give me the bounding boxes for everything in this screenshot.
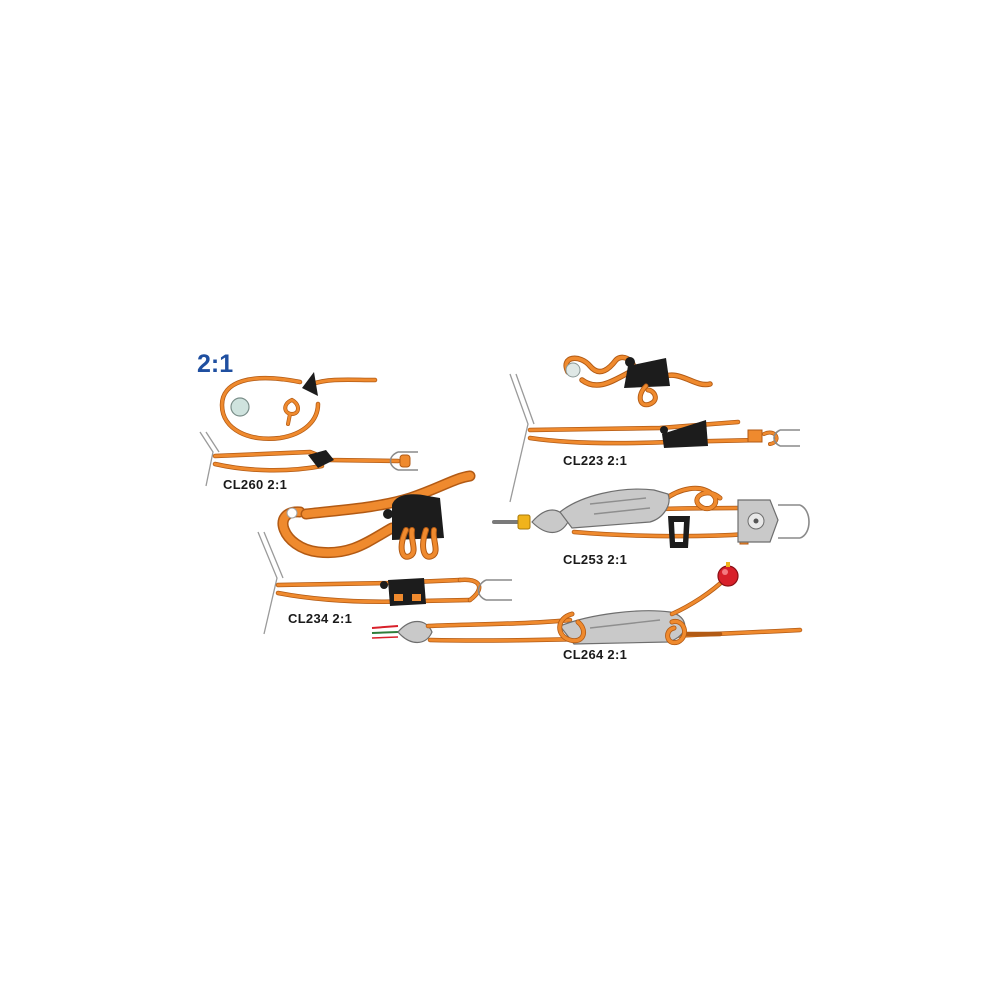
cl223-mount: [509, 373, 800, 503]
cleat-icon: [559, 488, 670, 529]
cleat-icon: [662, 420, 708, 448]
label-cl223: CL223 2:1: [563, 453, 628, 468]
stopper-ball-icon: [717, 565, 739, 587]
label-cl264: CL264 2:1: [563, 647, 628, 662]
cl264-assembly: [371, 562, 803, 646]
cl253-assembly: [492, 485, 810, 548]
shackle-icon: [773, 429, 800, 447]
cl234-loop-detail: [277, 470, 476, 560]
cleat-icon: [559, 610, 686, 645]
fairlead-icon: [230, 397, 250, 417]
label-cl234: CL234 2:1: [288, 611, 353, 626]
cl223-loop-detail: [563, 354, 713, 408]
cl260-mount: [199, 431, 418, 487]
label-cl253: CL253 2:1: [563, 552, 628, 567]
thimble-icon: [397, 620, 433, 644]
cleat-icon: [302, 372, 318, 396]
ratio-heading: 2:1: [197, 350, 234, 378]
cleat-icon: [308, 450, 334, 468]
shackle-icon: [389, 451, 418, 471]
cleat-icon: [388, 578, 426, 606]
crimp-sleeve: [517, 514, 531, 530]
cl234-mount: [257, 531, 512, 635]
cl260-loop-detail: [219, 372, 378, 441]
label-cl260: CL260 2:1: [223, 477, 288, 492]
cleat-icon: [624, 358, 670, 388]
shackle-icon: [477, 579, 512, 601]
